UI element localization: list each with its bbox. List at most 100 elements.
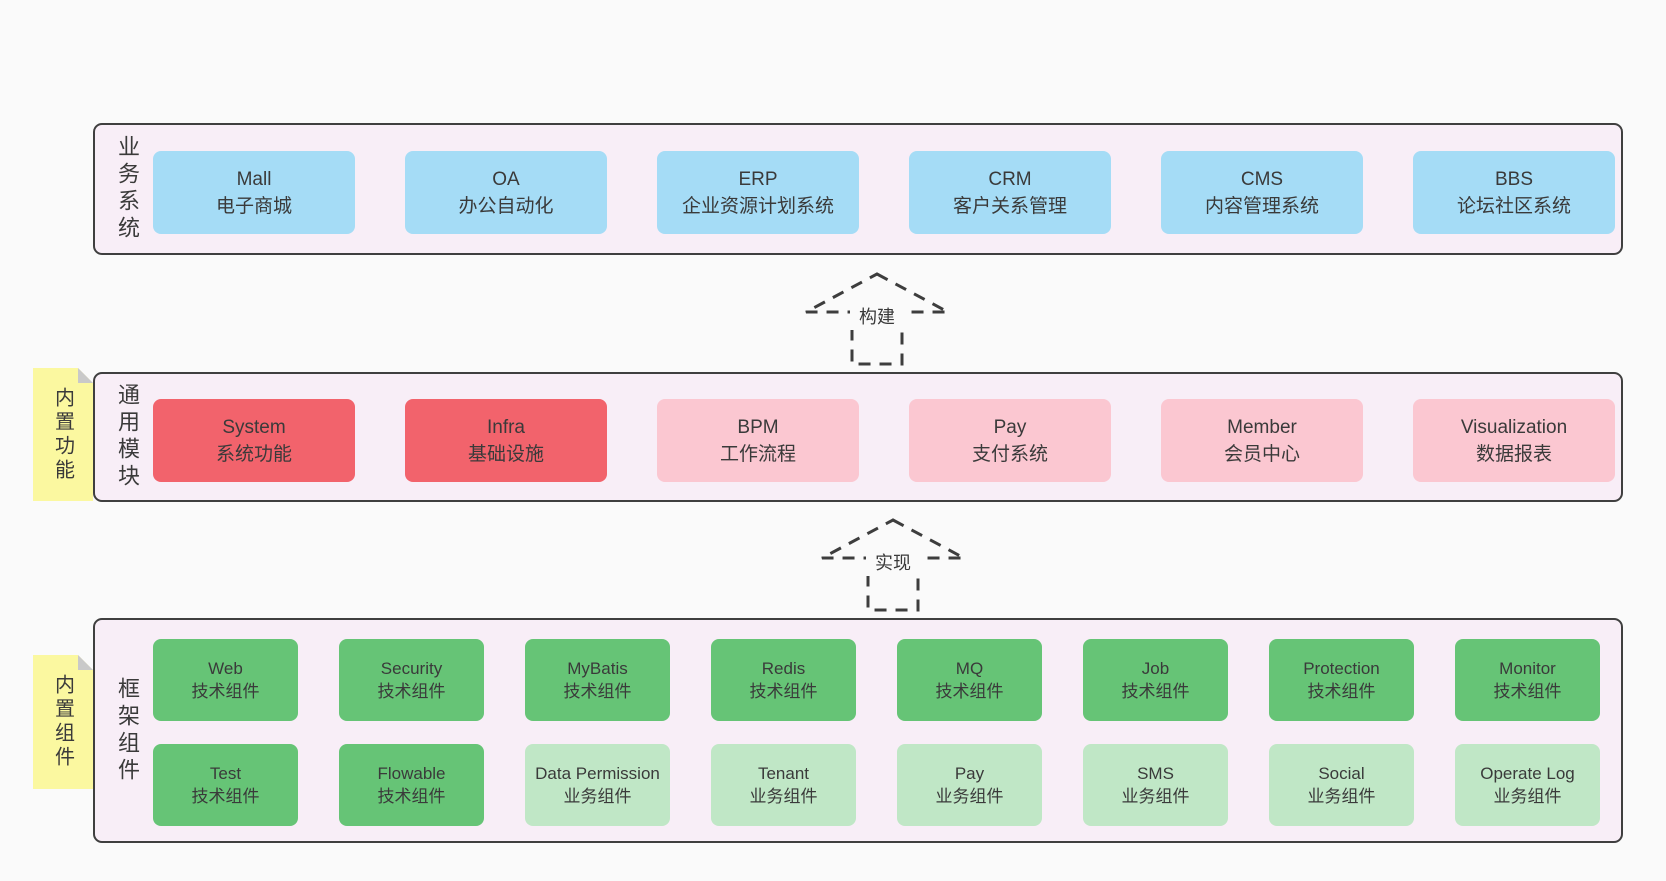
box-title: Test — [209, 764, 242, 783]
box-title: OA — [492, 168, 520, 190]
box-subtitle: 技术组件 — [1307, 682, 1376, 701]
box-subtitle: 技术组件 — [935, 682, 1004, 701]
box-subtitle: 内容管理系统 — [1204, 195, 1319, 217]
box-title: Monitor — [1499, 659, 1556, 678]
box-title: Flowable — [377, 764, 446, 783]
note-fold-corner-icon — [78, 655, 93, 670]
box-member: Member 会员中心 — [1161, 399, 1363, 482]
box-infra: Infra 基础设施 — [405, 399, 607, 482]
implement-arrow-up-icon: 实现 — [821, 518, 965, 612]
box-subtitle: 业务组件 — [1493, 787, 1562, 806]
panel-label-modules: 通用模块 — [115, 383, 140, 491]
box-subtitle: 技术组件 — [563, 682, 632, 701]
box-data-permission: Data Permission 业务组件 — [525, 744, 670, 826]
box-subtitle: 技术组件 — [1493, 682, 1562, 701]
box-redis: Redis 技术组件 — [711, 639, 856, 721]
box-title: Pay — [954, 764, 985, 783]
box-title: Web — [208, 659, 243, 678]
box-web: Web 技术组件 — [153, 639, 298, 721]
box-subtitle: 基础设施 — [467, 443, 544, 465]
box-title: Pay — [993, 416, 1027, 438]
box-title: ERP — [738, 168, 778, 190]
box-oa: OA 办公自动化 — [405, 151, 607, 234]
box-subtitle: 电子商城 — [215, 195, 292, 217]
box-title: BBS — [1494, 168, 1534, 190]
box-crm: CRM 客户关系管理 — [909, 151, 1111, 234]
box-subtitle: 业务组件 — [935, 787, 1004, 806]
box-bpm: BPM 工作流程 — [657, 399, 859, 482]
arrow-label-build: 构建 — [859, 307, 895, 327]
box-cms: CMS 内容管理系统 — [1161, 151, 1363, 234]
box-subtitle: 业务组件 — [749, 787, 818, 806]
box-visualization: Visualization 数据报表 — [1413, 399, 1615, 482]
box-title: MyBatis — [567, 659, 628, 678]
box-job: Job 技术组件 — [1083, 639, 1228, 721]
box-title: Social — [1318, 764, 1365, 783]
sticky-note-built-in-components: 内置组件 — [33, 655, 93, 789]
note-text: 内置功能 — [51, 386, 74, 483]
box-subtitle: 支付系统 — [971, 443, 1048, 465]
box-subtitle: 业务组件 — [1307, 787, 1376, 806]
box-operate-log: Operate Log 业务组件 — [1455, 744, 1600, 826]
business-systems-panel: 业务系统 Mall 电子商城 OA 办公自动化 ERP 企业资源计划系统 CRM… — [93, 123, 1623, 255]
box-mq: MQ 技术组件 — [897, 639, 1042, 721]
box-subtitle: 论坛社区系统 — [1456, 195, 1571, 217]
box-title: Member — [1227, 416, 1297, 438]
box-title: Security — [380, 659, 443, 678]
note-text: 内置组件 — [51, 674, 74, 770]
box-subtitle: 技术组件 — [191, 787, 260, 806]
box-monitor: Monitor 技术组件 — [1455, 639, 1600, 721]
box-mybatis: MyBatis 技术组件 — [525, 639, 670, 721]
box-subtitle: 系统功能 — [215, 443, 292, 465]
box-security: Security 技术组件 — [339, 639, 484, 721]
box-pay-module: Pay 支付系统 — [909, 399, 1111, 482]
box-mall: Mall 电子商城 — [153, 151, 355, 234]
box-title: Visualization — [1460, 416, 1568, 438]
box-sms: SMS 业务组件 — [1083, 744, 1228, 826]
box-title: Job — [1141, 659, 1170, 678]
box-title: SMS — [1137, 764, 1174, 783]
box-subtitle: 客户关系管理 — [952, 195, 1067, 217]
box-subtitle: 办公自动化 — [458, 195, 554, 217]
panel-label-business: 业务系统 — [115, 135, 140, 243]
box-title: System — [222, 416, 286, 438]
box-subtitle: 技术组件 — [377, 682, 446, 701]
box-subtitle: 数据报表 — [1475, 443, 1552, 465]
arrow-label-implement: 实现 — [875, 553, 911, 573]
sticky-note-built-in-features: 内置功能 — [33, 368, 93, 501]
box-subtitle: 会员中心 — [1223, 443, 1300, 465]
box-title: Redis — [761, 659, 806, 678]
box-title: MQ — [955, 659, 984, 678]
common-modules-panel: 通用模块 System 系统功能 Infra 基础设施 BPM 工作流程 Pay… — [93, 372, 1623, 502]
panel-label-framework: 框架组件 — [115, 676, 140, 785]
box-title: BPM — [737, 416, 779, 438]
box-subtitle: 企业资源计划系统 — [681, 195, 834, 217]
box-subtitle: 工作流程 — [719, 443, 796, 465]
box-subtitle: 技术组件 — [1121, 682, 1190, 701]
note-fold-corner-icon — [78, 368, 93, 383]
box-title: CRM — [988, 168, 1032, 190]
box-protection: Protection 技术组件 — [1269, 639, 1414, 721]
box-title: Tenant — [757, 764, 810, 783]
box-test: Test 技术组件 — [153, 744, 298, 826]
box-title: Mall — [236, 168, 272, 190]
box-system: System 系统功能 — [153, 399, 355, 482]
box-subtitle: 业务组件 — [563, 787, 632, 806]
framework-components-panel: 框架组件 Web 技术组件 Security 技术组件 MyBatis 技术组件… — [93, 618, 1623, 843]
box-title: CMS — [1240, 168, 1284, 190]
box-subtitle: 业务组件 — [1121, 787, 1190, 806]
box-title: Infra — [486, 416, 526, 438]
box-social: Social 业务组件 — [1269, 744, 1414, 826]
box-subtitle: 技术组件 — [191, 682, 260, 701]
box-title: Protection — [1303, 659, 1380, 678]
box-pay-component: Pay 业务组件 — [897, 744, 1042, 826]
box-subtitle: 技术组件 — [749, 682, 818, 701]
box-title: Operate Log — [1480, 764, 1575, 783]
build-arrow-up-icon: 构建 — [805, 272, 949, 366]
box-erp: ERP 企业资源计划系统 — [657, 151, 859, 234]
box-bbs: BBS 论坛社区系统 — [1413, 151, 1615, 234]
box-title: Data Permission — [535, 764, 660, 783]
box-subtitle: 技术组件 — [377, 787, 446, 806]
box-flowable: Flowable 技术组件 — [339, 744, 484, 826]
